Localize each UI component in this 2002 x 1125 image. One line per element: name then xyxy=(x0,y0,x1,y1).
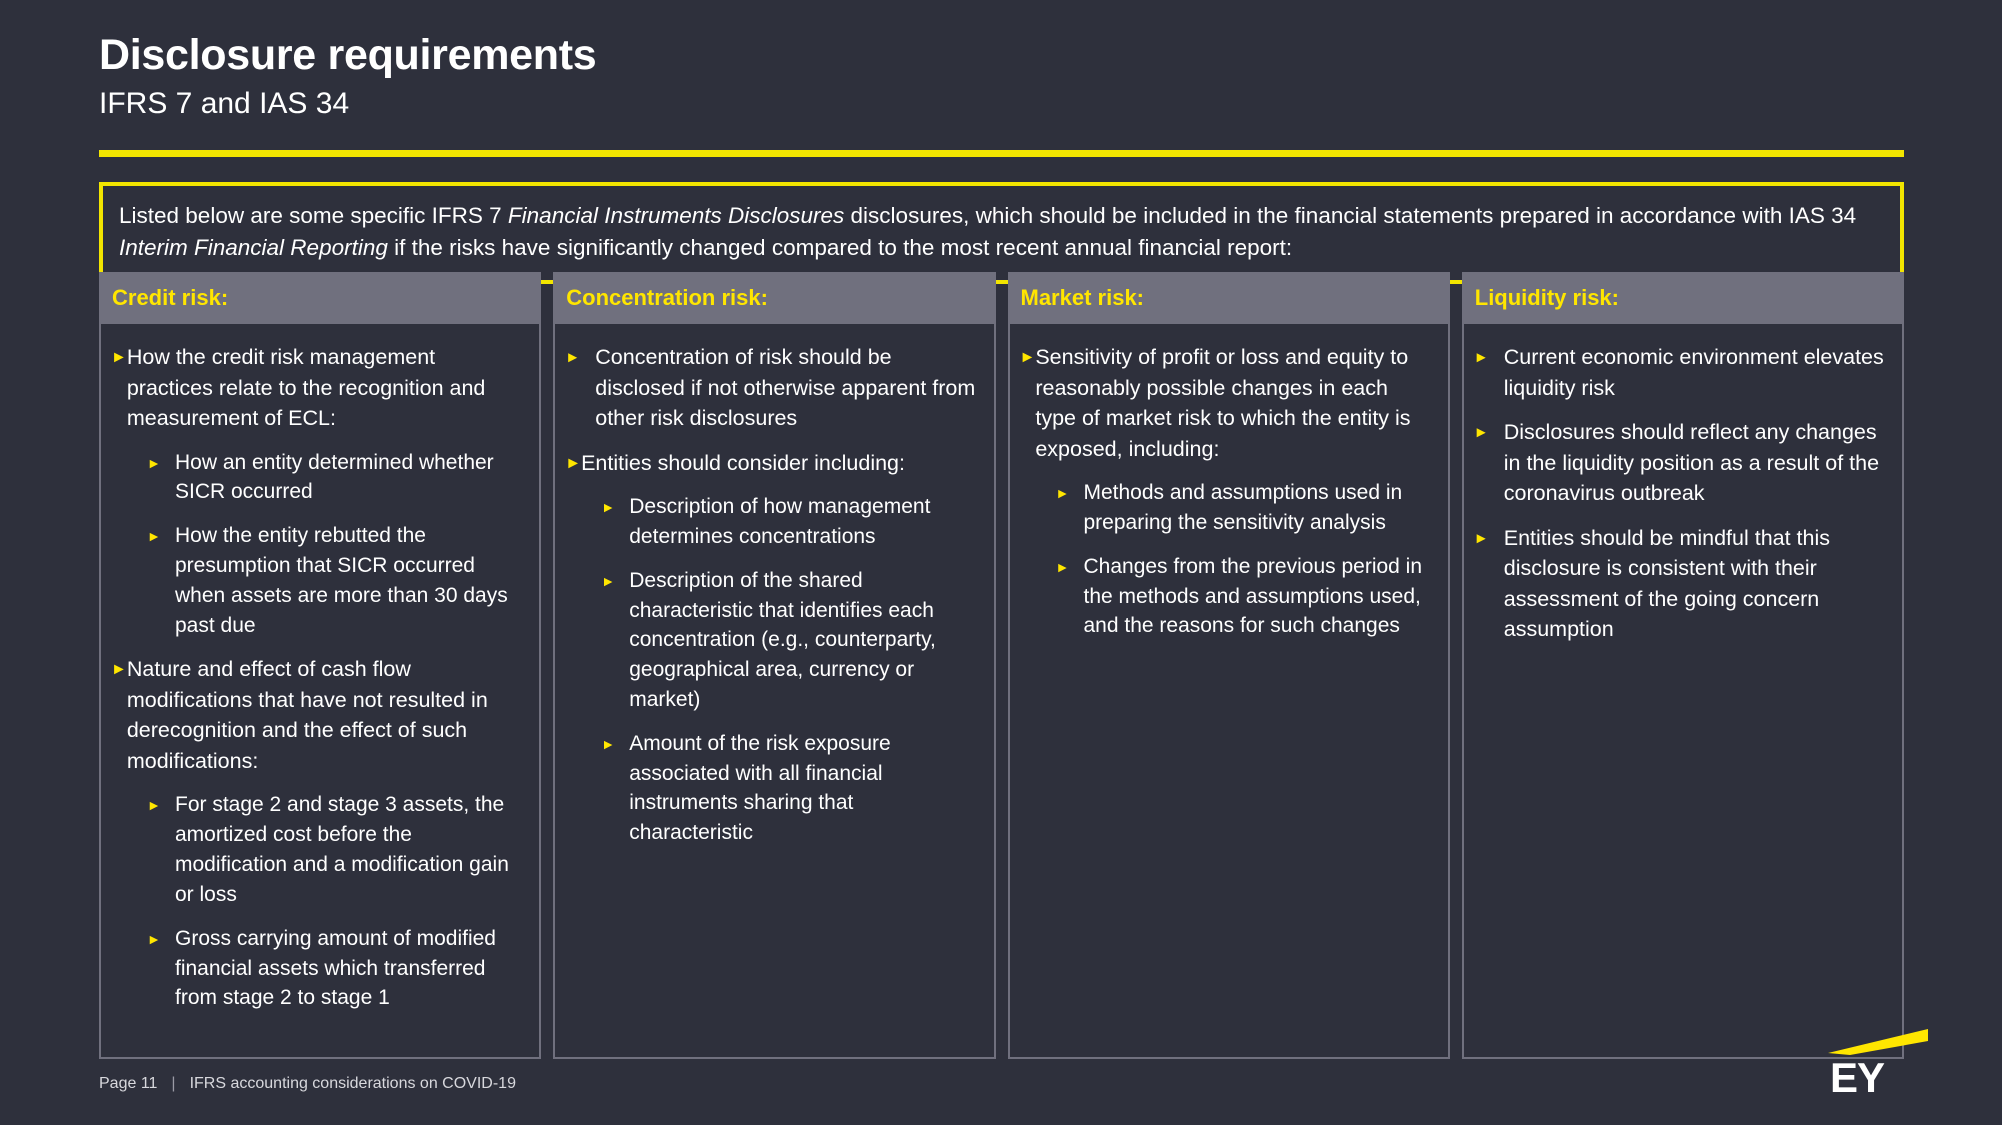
bullet-row: ►Nature and effect of cash flow modifica… xyxy=(111,654,525,776)
sub-bullet-text: Description of how management determines… xyxy=(629,495,931,548)
bullet-marker-icon: ► xyxy=(111,349,127,366)
ey-logo: EY xyxy=(1822,1023,1932,1101)
bullet-marker-icon: ► xyxy=(1473,424,1489,442)
sub-bullet-text: Gross carrying amount of modified financ… xyxy=(175,926,496,1010)
column-body: ►Sensitivity of profit or loss and equit… xyxy=(1007,324,1450,1059)
bullet-marker-icon: ► xyxy=(147,454,161,471)
bullet-list: ► Concentration of risk should be disclos… xyxy=(565,342,979,848)
bullet-marker-icon: ► xyxy=(147,930,161,947)
bullet-marker-icon: ► xyxy=(565,454,582,472)
risk-column: Credit risk:►How the credit risk managem… xyxy=(99,272,542,1059)
page-title: Disclosure requirements xyxy=(99,31,597,79)
bullet-marker-icon: ► xyxy=(565,349,581,366)
bullet-item: ► Disclosures should reflect any changes … xyxy=(1474,417,1888,509)
bullet-item: ► Concentration of risk should be disclos… xyxy=(565,342,979,434)
sub-bullet-list: ► How an entity determined whether SICR o… xyxy=(111,448,525,641)
risk-column: Market risk:►Sensitivity of profit or lo… xyxy=(1007,272,1450,1059)
bullet-list: ►Sensitivity of profit or loss and equit… xyxy=(1020,342,1434,641)
bullet-marker-icon: ► xyxy=(147,528,161,545)
sub-bullet-item: ► How the entity rebutted the presumption… xyxy=(147,521,525,640)
bullet-text: Sensitivity of profit or loss and equity… xyxy=(1035,345,1411,461)
title-block: Disclosure requirements IFRS 7 and IAS 3… xyxy=(99,32,1899,122)
column-header-label: Liquidity risk: xyxy=(1474,285,1619,310)
sub-bullet-item: ► Amount of the risk exposure associated … xyxy=(601,729,979,848)
risk-column: Concentration risk: ► Concentration of ris… xyxy=(553,272,996,1059)
column-header: Market risk: xyxy=(1007,272,1450,324)
bullet-marker-icon: ► xyxy=(601,735,616,752)
bullet-item: ►Entities should consider including:►Des… xyxy=(565,448,979,848)
bullet-marker-icon: ► xyxy=(1019,349,1036,366)
sub-bullet-item: ► Description of the shared characteristi… xyxy=(601,566,979,715)
bullet-text: Disclosures should reflect any changes i… xyxy=(1503,420,1880,506)
sub-bullet-list: ► Description of how management determine… xyxy=(565,492,979,848)
sub-bullet-item: ► Description of how management determine… xyxy=(601,492,979,552)
bullet-marker-icon: ► xyxy=(147,797,161,814)
column-header-label: Credit risk: xyxy=(112,285,229,310)
sub-bullet-text: How the entity rebutted the presumption … xyxy=(175,524,508,637)
sub-bullet-text: Description of the shared characteristic… xyxy=(629,568,936,711)
sub-bullet-list: ► Methods and assumptions used in prepari… xyxy=(1020,478,1434,641)
sub-bullet-text: How an entity determined whether SICR oc… xyxy=(175,450,494,504)
column-body: ►How the credit risk management practice… xyxy=(99,324,542,1059)
sub-bullet-item: ► Gross carrying amount of modified finan… xyxy=(147,924,525,1013)
bullet-row: ►Entities should consider including: xyxy=(565,448,979,479)
callout-box: Listed below are some specific IFRS 7 Fi… xyxy=(99,182,1904,284)
bullet-marker-icon: ► xyxy=(111,661,127,679)
bullet-marker-icon: ► xyxy=(1473,349,1489,366)
footer: Page 11 | IFRS accounting considerations… xyxy=(99,1075,516,1093)
bullet-item: ► Current economic environment elevates l… xyxy=(1474,342,1888,403)
bullet-text: How the credit risk management practices… xyxy=(126,345,486,431)
bullet-marker-icon: ► xyxy=(601,572,616,589)
bullet-item: ► Entities should be mindful that this di… xyxy=(1474,523,1888,645)
ey-wordmark: EY xyxy=(1830,1054,1885,1101)
sub-bullet-text: For stage 2 and stage 3 assets, the amor… xyxy=(175,793,509,906)
bullet-marker-icon: ► xyxy=(1055,485,1070,502)
bullet-row: ►How the credit risk management practice… xyxy=(111,342,525,434)
risk-column: Liquidity risk: ► Current economic environ… xyxy=(1461,272,1904,1059)
bullet-text: Current economic environment elevates li… xyxy=(1503,345,1884,400)
column-header: Liquidity risk: xyxy=(1461,272,1904,324)
bullet-text: Nature and effect of cash flow modificat… xyxy=(126,657,488,773)
bullet-list: ►How the credit risk management practice… xyxy=(111,342,525,1013)
sub-bullet-text: Changes from the previous period in the … xyxy=(1083,554,1423,638)
bullet-marker-icon: ► xyxy=(601,499,616,516)
sub-bullet-item: ► Methods and assumptions used in prepari… xyxy=(1056,478,1434,538)
bullet-text: Entities should consider including: xyxy=(581,450,905,475)
column-header: Credit risk: xyxy=(99,272,542,324)
footer-page-label: Page 11 xyxy=(99,1075,158,1092)
column-header-label: Market risk: xyxy=(1020,285,1145,310)
footer-separator: | xyxy=(171,1075,176,1092)
risk-columns: Credit risk:►How the credit risk managem… xyxy=(99,272,1904,1059)
bullet-list: ► Current economic environment elevates l… xyxy=(1474,342,1888,645)
column-body: ► Current economic environment elevates l… xyxy=(1461,324,1904,1059)
bullet-row: ►Sensitivity of profit or loss and equit… xyxy=(1020,342,1434,464)
bullet-marker-icon: ► xyxy=(1473,529,1489,547)
ey-beam-icon xyxy=(1828,1029,1928,1055)
callout-text: Listed below are some specific IFRS 7 Fi… xyxy=(119,203,1857,260)
title-divider-rule xyxy=(99,150,1904,157)
bullet-text: Concentration of risk should be disclose… xyxy=(595,345,976,431)
bullet-item: ►How the credit risk management practice… xyxy=(111,342,525,640)
sub-bullet-item: ► How an entity determined whether SICR o… xyxy=(147,448,525,508)
sub-bullet-text: Methods and assumptions used in preparin… xyxy=(1083,481,1403,534)
column-header-label: Concentration risk: xyxy=(566,285,768,310)
bullet-text: Entities should be mindful that this dis… xyxy=(1503,525,1831,642)
bullet-item: ►Nature and effect of cash flow modifica… xyxy=(111,654,525,1013)
sub-bullet-list: ► For stage 2 and stage 3 assets, the amo… xyxy=(111,790,525,1013)
bullet-marker-icon: ► xyxy=(1055,558,1070,575)
footer-document-title: IFRS accounting considerations on COVID-… xyxy=(189,1075,516,1092)
bullet-item: ►Sensitivity of profit or loss and equit… xyxy=(1020,342,1434,641)
sub-bullet-item: ► Changes from the previous period in the… xyxy=(1056,552,1434,641)
sub-bullet-item: ► For stage 2 and stage 3 assets, the amo… xyxy=(147,790,525,909)
page-subtitle: IFRS 7 and IAS 34 xyxy=(99,87,350,121)
column-header: Concentration risk: xyxy=(553,272,996,324)
column-body: ► Concentration of risk should be disclos… xyxy=(553,324,996,1059)
sub-bullet-text: Amount of the risk exposure associated w… xyxy=(629,731,891,845)
